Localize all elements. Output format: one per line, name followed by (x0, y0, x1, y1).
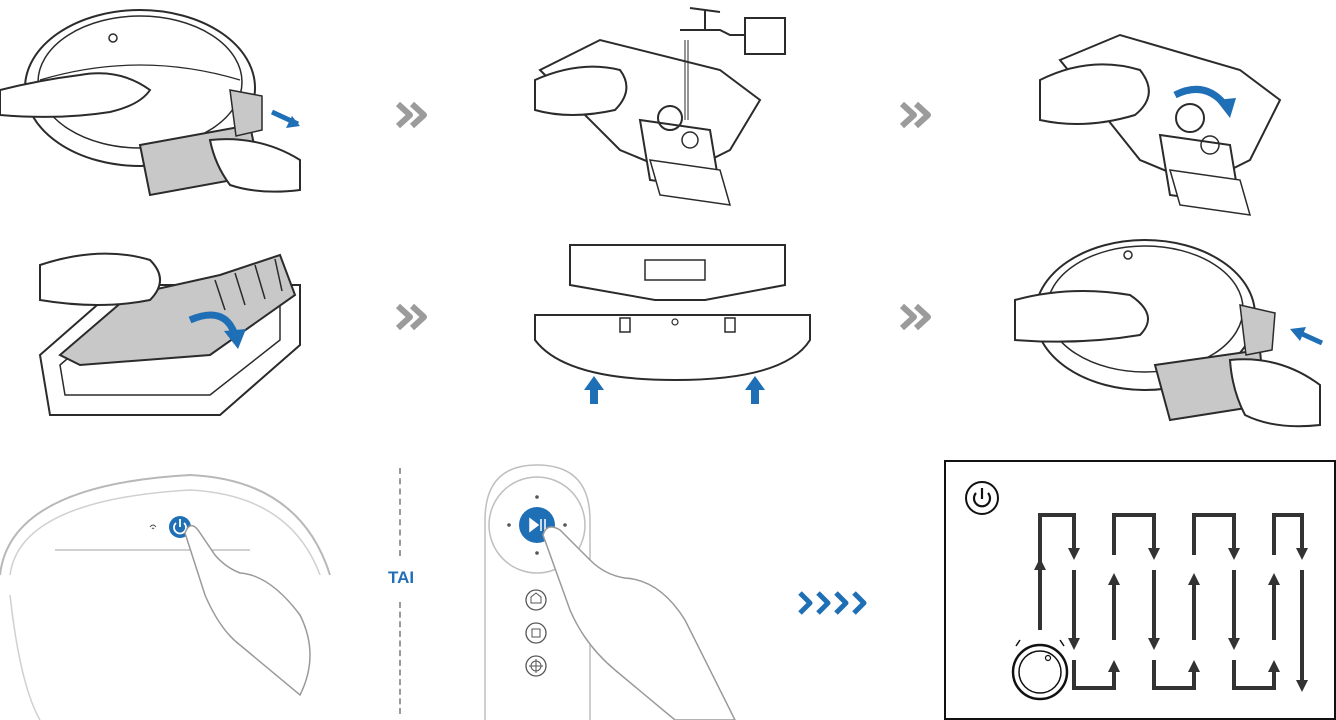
start-chevron-icon (798, 590, 878, 621)
step-fit-mop-plate (525, 230, 815, 410)
next-step-chevron-icon (396, 100, 432, 135)
step-press-remote-play (475, 460, 745, 720)
step-remove-water-tank (0, 0, 320, 205)
next-step-chevron-icon (900, 100, 936, 135)
separator-line (399, 468, 401, 556)
step-close-cap (1030, 0, 1300, 220)
step-press-power-button (0, 455, 340, 720)
step-insert-water-tank (1010, 225, 1336, 435)
step-cleaning-path (944, 460, 1336, 720)
next-step-chevron-icon (396, 302, 432, 337)
next-step-chevron-icon (900, 302, 936, 337)
separator-line (399, 602, 401, 714)
step-attach-mop-pad (20, 225, 310, 420)
separator-label: TAI (388, 568, 412, 588)
step-fill-water (520, 0, 790, 210)
